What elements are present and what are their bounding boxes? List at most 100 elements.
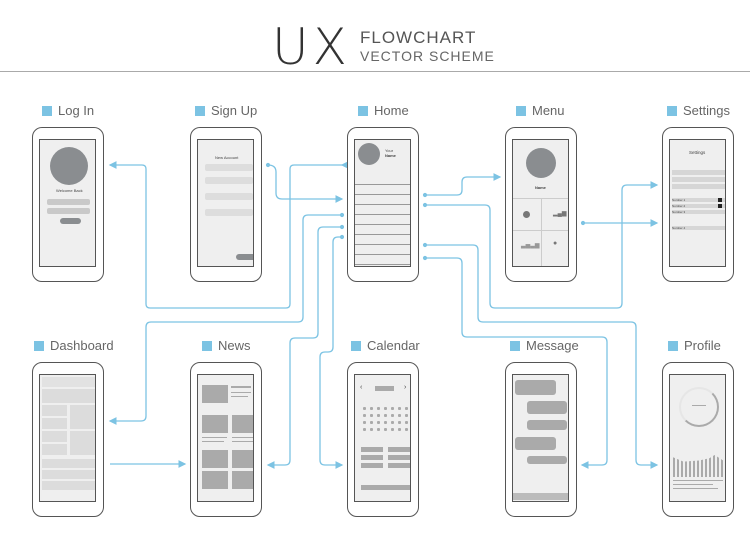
label-dashboard: Dashboard — [34, 338, 114, 353]
label-text: Calendar — [367, 338, 420, 353]
settings-row — [672, 170, 725, 175]
label-message: Message — [510, 338, 579, 353]
label-text: Dashboard — [50, 338, 114, 353]
message-input-bar — [513, 493, 568, 500]
label-text: Settings — [683, 103, 730, 118]
settings-screen: Settings Number 1 Number 2 Number 3 Numb… — [669, 139, 726, 267]
pie-chart-icon — [523, 211, 530, 218]
square-icon — [516, 105, 526, 116]
label-text: Message — [526, 338, 579, 353]
connector-signup-home — [265, 162, 344, 203]
signup-screen: New Account — [197, 139, 254, 267]
bar-chart — [673, 455, 725, 477]
connector-home-calendar — [319, 234, 345, 469]
calendar-screen: ‹ › — [354, 374, 411, 502]
profile-screen — [669, 374, 726, 502]
prev-month-icon: ‹ — [360, 384, 363, 391]
login-button — [60, 218, 81, 224]
field — [205, 177, 253, 184]
toggle-icon — [718, 198, 722, 202]
label-text: Log In — [58, 103, 95, 118]
login-screen: Welcome Back — [39, 139, 96, 267]
your-text: Your — [385, 148, 394, 153]
phone-menu: Name ▂▄▆ ▃▅▃▆ ● — [505, 127, 577, 282]
next-month-icon: › — [404, 384, 407, 391]
lightbulb-icon: ● — [553, 240, 558, 247]
label-home: Home — [358, 103, 409, 118]
phone-message — [505, 362, 577, 517]
number-4-row: Number 4 — [672, 226, 725, 230]
label-login: Log In — [42, 103, 94, 118]
calendar-grid — [361, 405, 409, 431]
square-icon — [351, 340, 361, 351]
avatar — [526, 148, 556, 178]
message-bubble — [527, 401, 567, 414]
news-screen — [197, 374, 254, 502]
phone-calendar: ‹ › — [347, 362, 419, 517]
field — [205, 193, 253, 200]
settings-heading: Settings — [689, 150, 706, 155]
connector-home-message — [422, 255, 608, 469]
settings-row — [672, 177, 725, 182]
message-bubble — [515, 380, 556, 395]
connector-home-dashboard — [108, 212, 345, 425]
number-3-row: Number 3 — [672, 210, 725, 214]
phone-profile — [662, 362, 734, 517]
label-text: Sign Up — [211, 103, 258, 118]
phone-signup: New Account — [190, 127, 262, 282]
square-icon — [667, 105, 677, 116]
message-bubble — [527, 456, 567, 464]
phone-news — [190, 362, 262, 517]
square-icon — [510, 340, 520, 351]
label-news: News — [202, 338, 251, 353]
field — [205, 164, 253, 171]
name-text: Name — [385, 153, 396, 158]
message-bubble — [515, 437, 556, 450]
welcome-text: Welcome Back — [56, 188, 83, 193]
toggle-icon — [718, 204, 722, 208]
name-text: Name — [535, 185, 546, 190]
password-field — [47, 208, 90, 214]
message-screen — [512, 374, 569, 502]
graph-icon: ▃▅▃▆ — [521, 243, 540, 249]
title-flowchart: FLOWCHART — [360, 28, 477, 47]
label-settings: Settings — [667, 103, 730, 118]
label-signup: Sign Up — [195, 103, 257, 118]
square-icon — [195, 105, 205, 116]
label-text: Profile — [684, 338, 721, 353]
submit-button — [236, 254, 253, 260]
home-menu-list — [355, 184, 410, 266]
square-icon — [34, 340, 44, 351]
new-account-heading: New Account — [215, 155, 239, 160]
number-1-row: Number 1 — [672, 198, 725, 202]
square-icon — [202, 340, 212, 351]
number-2-row: Number 2 — [672, 204, 725, 208]
title-vector-scheme: VECTOR SCHEME — [360, 48, 495, 64]
label-text: Home — [374, 103, 409, 118]
message-bubble — [527, 420, 567, 430]
progress-ring — [679, 387, 719, 427]
avatar — [358, 143, 380, 165]
username-field — [47, 199, 90, 205]
connector-home-news — [266, 224, 345, 469]
phone-settings: Settings Number 1 Number 2 Number 3 Numb… — [662, 127, 734, 282]
label-profile: Profile — [668, 338, 721, 353]
title-ux: UX — [272, 18, 351, 76]
square-icon — [668, 340, 678, 351]
header-divider — [0, 71, 750, 72]
label-text: Menu — [532, 103, 565, 118]
connector-home-menu — [422, 173, 502, 198]
label-text: News — [218, 338, 251, 353]
phone-login: Welcome Back — [32, 127, 104, 282]
phone-home: Your Name — [347, 127, 419, 282]
square-icon — [42, 105, 52, 116]
phone-dashboard — [32, 362, 104, 517]
label-calendar: Calendar — [351, 338, 420, 353]
bar-chart-icon: ▂▄▆ — [553, 211, 567, 217]
dashboard-screen — [39, 374, 96, 502]
label-menu: Menu — [516, 103, 565, 118]
settings-row — [672, 184, 725, 189]
square-icon — [358, 105, 368, 116]
avatar — [50, 147, 88, 185]
